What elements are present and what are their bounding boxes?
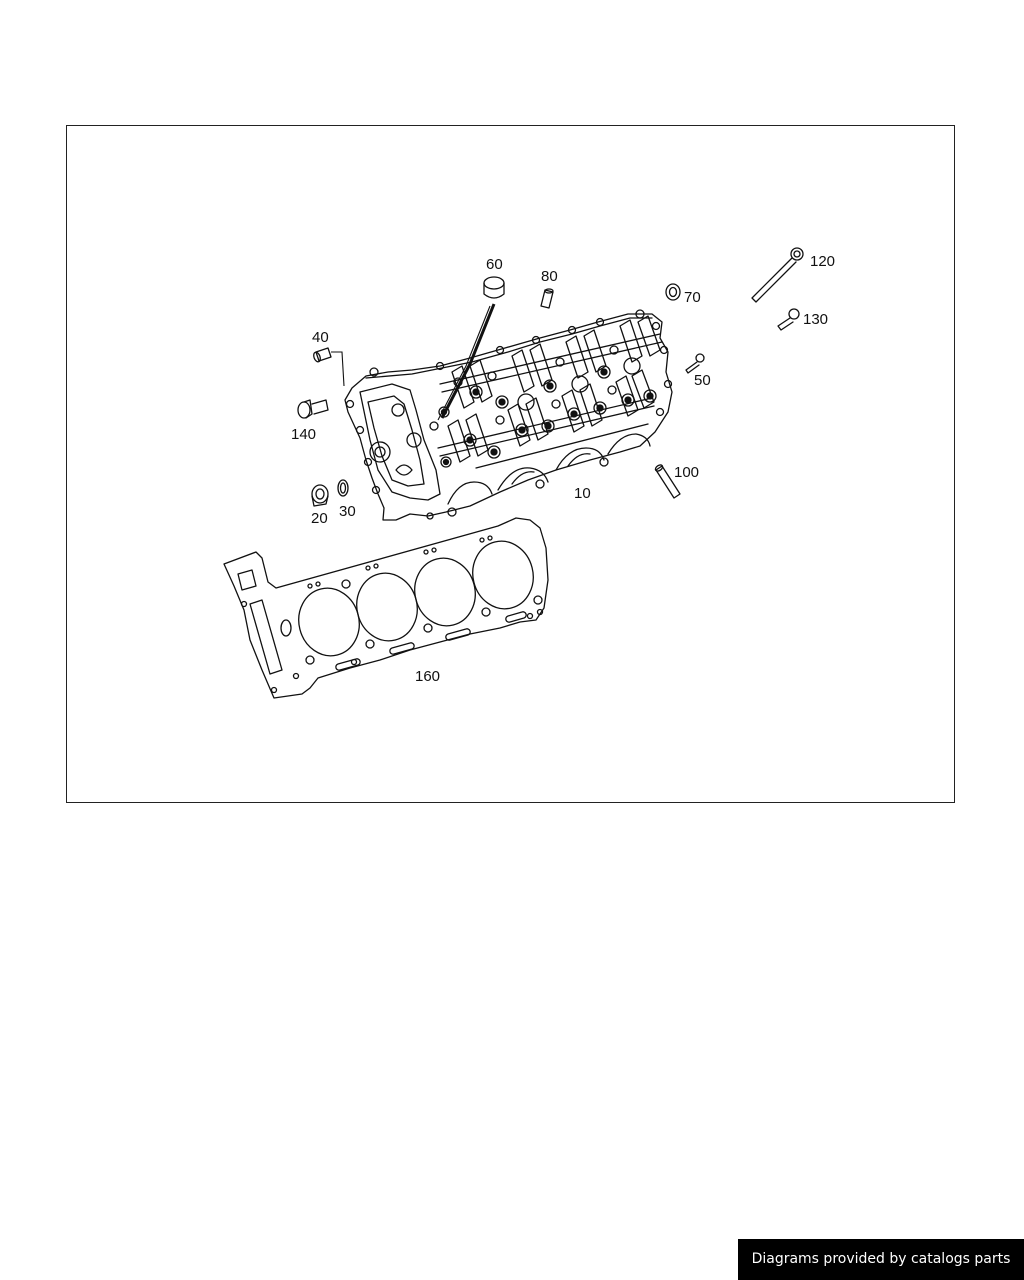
callout-160: 160 — [415, 668, 440, 685]
callout-10: 10 — [574, 485, 591, 502]
part-20-plug[interactable] — [311, 484, 329, 507]
diagram-frame — [66, 125, 955, 803]
callout-70: 70 — [684, 289, 701, 306]
head-gasket-part-160[interactable] — [223, 517, 549, 699]
callout-20: 20 — [311, 510, 328, 527]
callout-60: 60 — [486, 256, 503, 273]
callout-80: 80 — [541, 268, 558, 285]
part-30-seal-ring[interactable] — [337, 479, 349, 497]
part-100-pin[interactable] — [654, 464, 681, 499]
callout-50: 50 — [694, 372, 711, 389]
part-80-dowel[interactable] — [540, 288, 554, 309]
callout-130: 130 — [803, 311, 828, 328]
callout-120: 120 — [810, 253, 835, 270]
part-40-sleeve[interactable] — [312, 347, 332, 363]
part-60-cap[interactable] — [483, 276, 505, 299]
cylinder-head-part-10[interactable] — [344, 309, 673, 521]
credit-banner: Diagrams provided by catalogs parts — [738, 1239, 1024, 1280]
part-140-bolt[interactable] — [297, 399, 329, 419]
leader-lines — [331, 303, 496, 421]
callout-40: 40 — [312, 329, 329, 346]
part-130-short-bolt[interactable] — [777, 308, 800, 331]
part-50-screw[interactable] — [685, 353, 705, 374]
callout-140: 140 — [291, 426, 316, 443]
part-70-ring[interactable] — [665, 283, 681, 301]
part-120-long-bolt[interactable] — [751, 247, 804, 303]
callout-100: 100 — [674, 464, 699, 481]
callout-labels: 10 20 30 40 50 60 70 80 100 120 130 140 … — [291, 253, 835, 685]
callout-30: 30 — [339, 503, 356, 520]
